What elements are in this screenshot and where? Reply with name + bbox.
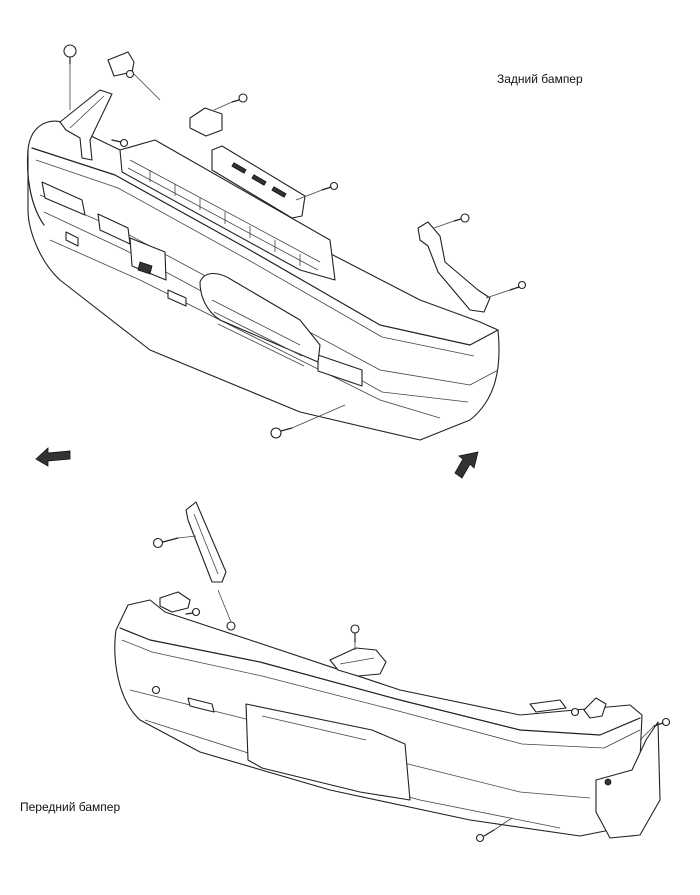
rear-left-reflector [41,181,86,216]
direction-arrow-left [35,447,71,467]
rear-left-side-bracket [59,89,113,161]
front-bumper-cover [114,599,643,837]
rear-bumper-label: Задний бампер [497,72,583,86]
front-right-bracket [583,697,607,719]
front-left-bracket [159,591,191,613]
rear-reinforcement-beam [119,139,336,281]
front-fasteners [152,537,671,843]
front-licence-recess [245,703,411,801]
rear-right-reflector [317,354,363,387]
front-right-corner [595,721,661,839]
direction-arrow-up-right [454,451,479,479]
rear-top-bracket [189,107,223,137]
front-left-reflector [187,697,215,713]
front-center-bracket [329,647,387,677]
front-bumper-label: Передний бампер [20,800,121,814]
rear-fasteners [63,44,527,439]
rear-right-stay [417,221,491,313]
front-side-stay [185,501,227,583]
rear-corner-bracket [107,51,135,77]
rear-bumper-assembly [26,44,527,441]
front-bumper-assembly [114,501,671,843]
rear-bumper-cover [27,120,500,441]
